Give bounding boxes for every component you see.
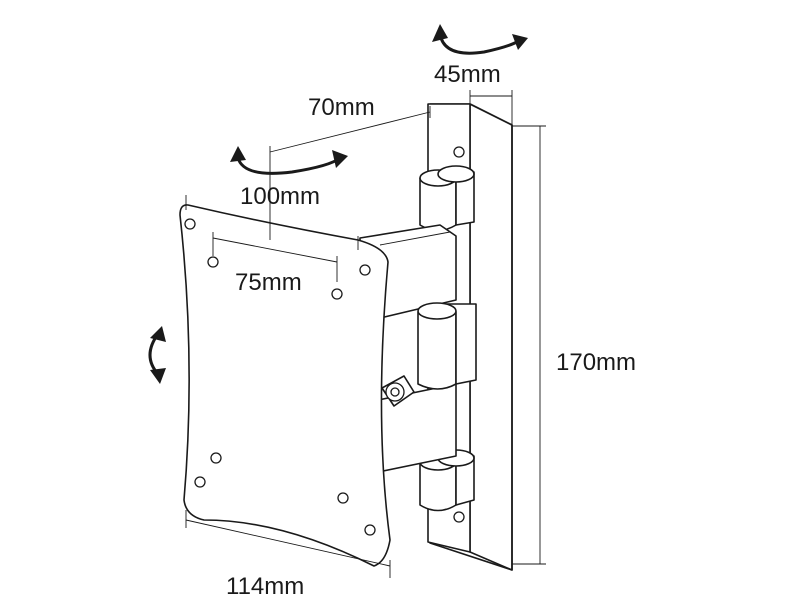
vesa-hole-100-top-right (359, 264, 371, 276)
vesa-monitor-plate (179, 204, 391, 567)
wall-hinge-upper (419, 165, 475, 232)
dimension-line-100mm (185, 195, 359, 250)
vesa-hole-75-bottom-left (210, 452, 222, 464)
tilt-arrow-icon (148, 326, 166, 384)
dimension-line-114mm (185, 510, 391, 578)
dimension-line-45mm (469, 90, 513, 124)
dimension-label-100mm: 100mm (240, 183, 320, 210)
dimension-line-75mm (212, 232, 338, 282)
wall-plate-hole-top (453, 146, 465, 158)
vesa-hole-75-top-left (207, 256, 219, 268)
vesa-hole-75-bottom-right (337, 492, 349, 504)
vesa-hole-100-bottom-left (194, 476, 206, 488)
dimension-label-170mm: 170mm (556, 349, 636, 376)
dimension-label-45mm: 45mm (434, 61, 501, 88)
vesa-hole-100-top-left (184, 218, 196, 230)
swivel-arrow-middle-icon (230, 146, 348, 175)
swivel-arrow-top-icon (432, 24, 528, 55)
vesa-hole-75-top-right (331, 288, 343, 300)
dimension-label-114mm: 114mm (226, 573, 304, 600)
middle-hinge (417, 302, 477, 390)
dimension-line-170mm (512, 125, 546, 565)
tilt-knob (381, 375, 415, 407)
vesa-hole-100-bottom-right (364, 524, 376, 536)
dimension-label-75mm: 75mm (235, 269, 302, 296)
dimension-line-70mm (269, 106, 431, 240)
dimension-label-70mm: 70mm (308, 94, 375, 121)
wall-plate-hole-bottom (453, 511, 465, 523)
wall-hinge-lower (419, 449, 475, 512)
